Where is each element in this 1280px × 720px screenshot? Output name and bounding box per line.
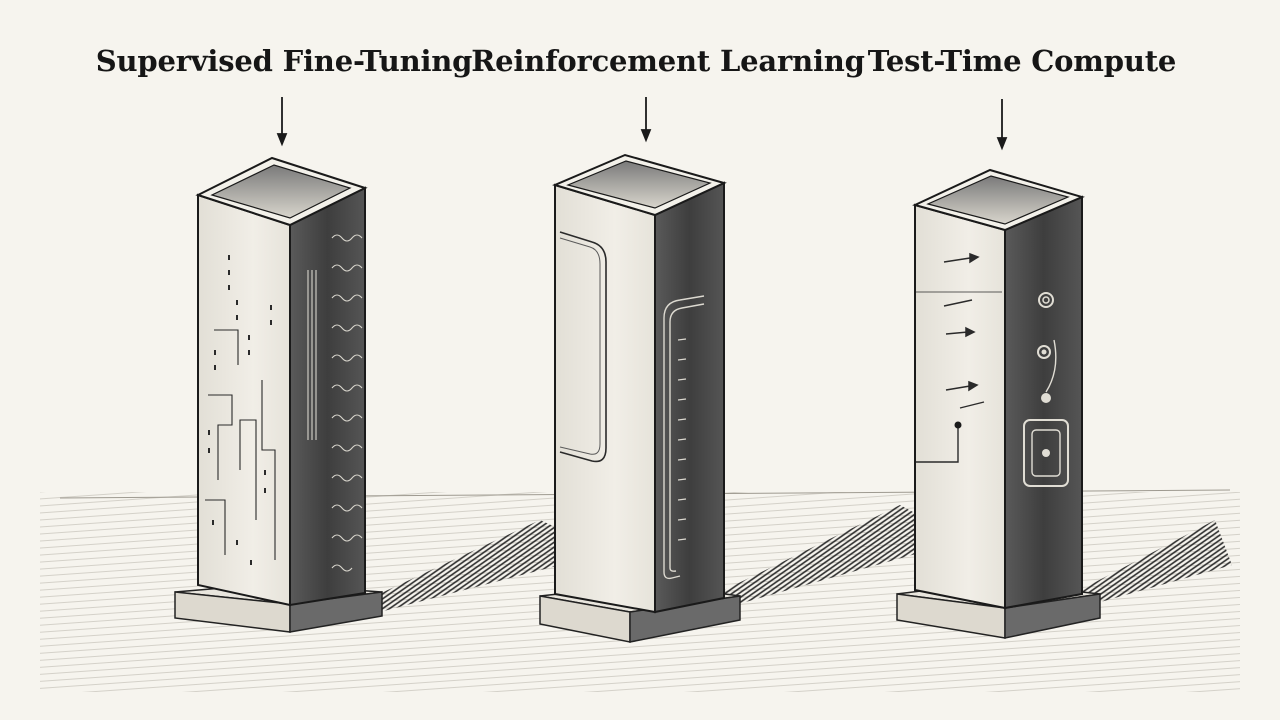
shadow — [1080, 520, 1232, 605]
label-arrows — [276, 97, 1008, 151]
front-face — [197, 193, 291, 607]
shadow — [720, 505, 965, 605]
pillar-reinforcement-learning — [539, 153, 965, 643]
side-face — [654, 181, 725, 614]
shadow — [366, 520, 610, 612]
front-face — [914, 203, 1006, 610]
pillar-test-time-compute — [896, 168, 1232, 639]
side-face — [1004, 195, 1083, 610]
top-opening — [210, 164, 352, 219]
label-test-time-compute: Test-Time Compute — [867, 44, 1177, 78]
label-supervised-fine-tuning: Supervised Fine-Tuning — [95, 44, 473, 78]
top-opening — [926, 175, 1070, 225]
pillar-supervised-fine-tuning — [174, 156, 610, 633]
side-face — [289, 186, 366, 607]
top-opening — [566, 160, 712, 209]
plinth-side — [1004, 593, 1101, 639]
label-reinforcement-learning: Reinforcement Learning — [471, 44, 865, 78]
front-face — [554, 183, 656, 614]
